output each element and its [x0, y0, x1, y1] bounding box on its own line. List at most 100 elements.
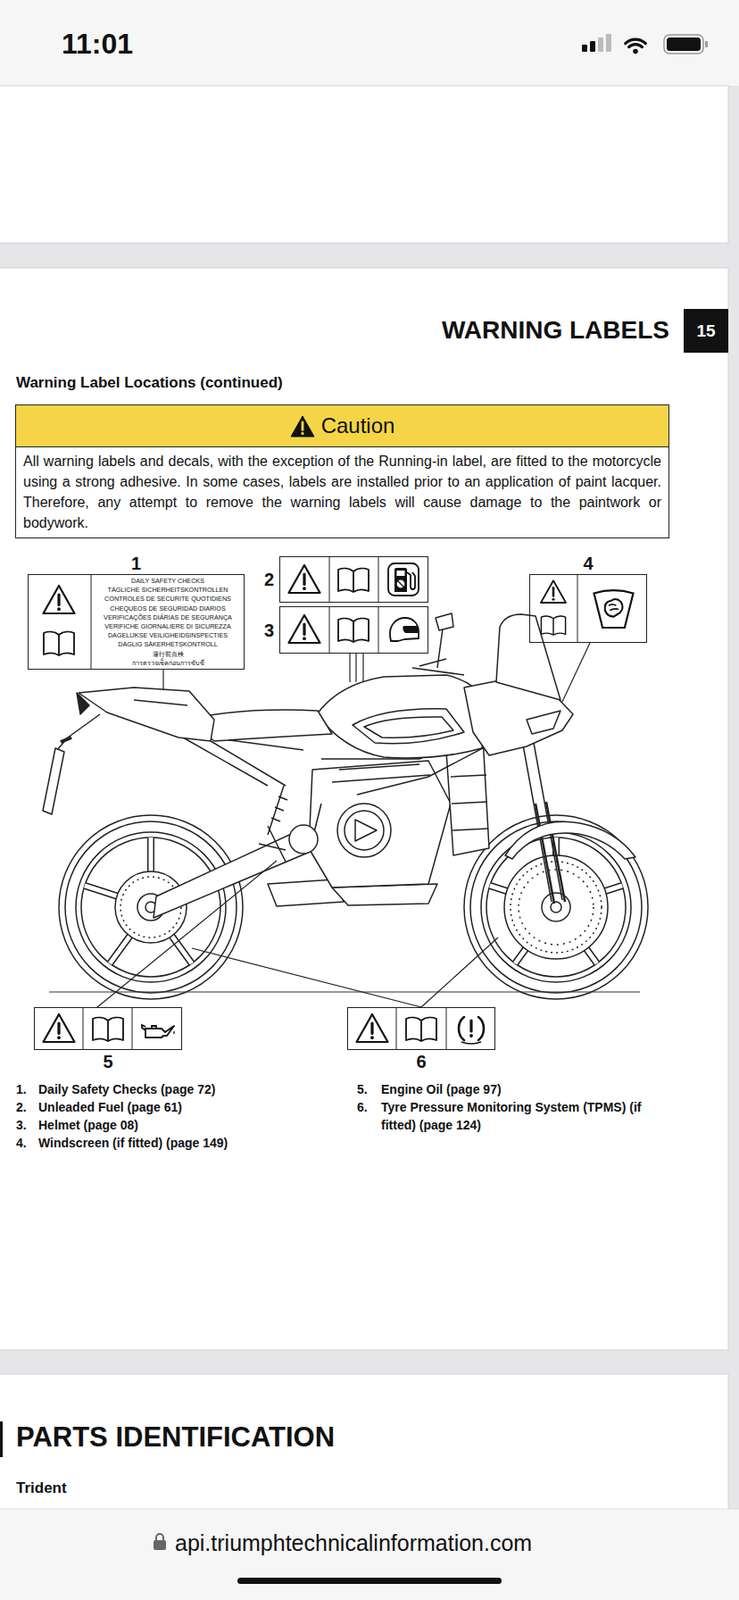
- list-number: 2.: [16, 1097, 27, 1116]
- motorcycle-body: [57, 714, 100, 750]
- label-text: VERIFICAÇÕES DIÁRIAS DE SEGURANÇA: [91, 613, 244, 623]
- caution-text: All warning labels and decals, with the …: [16, 447, 669, 538]
- ground-line: [49, 991, 640, 993]
- address-bar-border: [0, 1508, 739, 1510]
- list-item: Helmet (page 08): [38, 1115, 139, 1134]
- front-wheel: [464, 814, 648, 999]
- leader-lines: [97, 642, 590, 1007]
- motorcycle-body: [258, 825, 286, 862]
- leader-line: [349, 653, 364, 682]
- rear-wheel: [58, 814, 243, 999]
- motorcycle-body: [337, 803, 391, 857]
- warning-icon: [540, 580, 566, 603]
- front-wheel: [470, 821, 642, 993]
- label-text: DAGLIG SÄKERHETSKONTROLL: [91, 639, 244, 649]
- callout-number: 6: [348, 1051, 495, 1072]
- motorcycle-body: [355, 819, 377, 841]
- tpms-icon: [458, 1016, 484, 1044]
- browser-bar: [0, 1508, 739, 1600]
- manual-icon: [92, 1017, 124, 1041]
- front-wheel: [541, 892, 571, 922]
- page-number-tab: [683, 308, 729, 353]
- manual-icon: [338, 568, 369, 592]
- motorcycle-body: [316, 674, 487, 758]
- warning-icon: [357, 1013, 389, 1042]
- list-item: Unleaded Fuel (page 61): [38, 1097, 183, 1116]
- page-heading: WARNING LABELS: [441, 314, 670, 347]
- callout-number: 4: [530, 553, 647, 573]
- caution-box: CautionAll warning labels and decals, wi…: [15, 404, 670, 539]
- caution-icon: [290, 415, 315, 437]
- signal-bar: [597, 37, 604, 52]
- label-text: TÄGLICHE SICHERHEITSKONTROLLEN: [91, 585, 244, 595]
- label-text: CHEQUEOS DE SEGURIDAD DIARIOS: [91, 604, 244, 614]
- motorcycle-body: [42, 613, 636, 918]
- page-number: 15: [683, 308, 729, 353]
- label-text: DAGELIJKSE VEILIGHEIDSINSPECTIES: [91, 631, 244, 640]
- caution-icon: [300, 431, 304, 434]
- manual-icon: [338, 618, 369, 642]
- motorcycle-body: [42, 747, 65, 814]
- list-item: Daily Safety Checks (page 72): [38, 1079, 216, 1098]
- warning-icon: [289, 564, 321, 593]
- motorcycle-body: [344, 810, 384, 850]
- caution-heading: Caution: [321, 413, 396, 439]
- list-number: 6.: [357, 1097, 368, 1116]
- home-indicator: [237, 1577, 502, 1584]
- callout-number: 5: [34, 1051, 182, 1072]
- motorcycle-body: [364, 716, 454, 738]
- section-heading: PARTS IDENTIFICATION: [16, 1419, 335, 1455]
- motorcycle-body: [448, 747, 489, 831]
- warning-label-box: 3: [279, 606, 429, 654]
- rear-wheel: [84, 837, 217, 964]
- warning-label-box: 6: [347, 1006, 496, 1050]
- manual-icon: [43, 631, 75, 656]
- label-text: CONTROLES DE SECURITE QUOTIDIENS: [91, 594, 244, 604]
- signal-bar: [606, 33, 612, 52]
- list-number: 3.: [16, 1115, 27, 1134]
- motorcycle-body: [435, 613, 454, 631]
- rear-wheel: [84, 837, 217, 964]
- list-number: 5.: [357, 1079, 368, 1098]
- callout-number: 2: [264, 569, 275, 590]
- model-name: Trident: [16, 1478, 67, 1498]
- status-bar: [0, 0, 739, 86]
- motorcycle-body: [496, 614, 561, 700]
- manual-icon: [406, 1017, 437, 1041]
- warning-label-box: 4: [529, 573, 648, 643]
- status-time: 11:01: [61, 27, 133, 60]
- motorcycle-body: [76, 692, 90, 715]
- rear-wheel: [58, 814, 243, 999]
- rear-wheel: [75, 831, 226, 982]
- page-card: [0, 85, 729, 243]
- manual-icon: [540, 615, 565, 635]
- wifi-icon: [632, 49, 639, 55]
- page-cards: [0, 85, 729, 1553]
- motorcycle-body: [526, 710, 561, 734]
- motorcycle-body: [182, 737, 304, 786]
- battery-icon: [664, 34, 704, 54]
- motorcycle-body: [133, 699, 188, 706]
- front-wheel: [504, 855, 608, 959]
- warning-icon: [43, 1013, 75, 1042]
- motorcycle-body: [412, 628, 465, 675]
- label-icons: [43, 556, 634, 1050]
- list-item: Tyre Pressure Monitoring System (TPMS) (…: [381, 1097, 658, 1134]
- motorcycle-body: [308, 760, 451, 888]
- list-number: 4.: [16, 1133, 27, 1152]
- label-text: DAILY SAFETY CHECKS: [91, 576, 244, 586]
- caution-icon: [290, 415, 316, 438]
- wifi-icon: [625, 39, 647, 48]
- callout-number: 1: [28, 553, 244, 573]
- rear-wheel: [65, 821, 237, 993]
- battery-icon: [705, 41, 708, 48]
- caution-icon: [300, 422, 304, 431]
- signal-bar: [581, 44, 588, 52]
- warning-icon: [43, 585, 75, 614]
- list-number: 1.: [16, 1079, 27, 1098]
- address-bar: [0, 1508, 739, 1600]
- front-wheel: [518, 869, 594, 945]
